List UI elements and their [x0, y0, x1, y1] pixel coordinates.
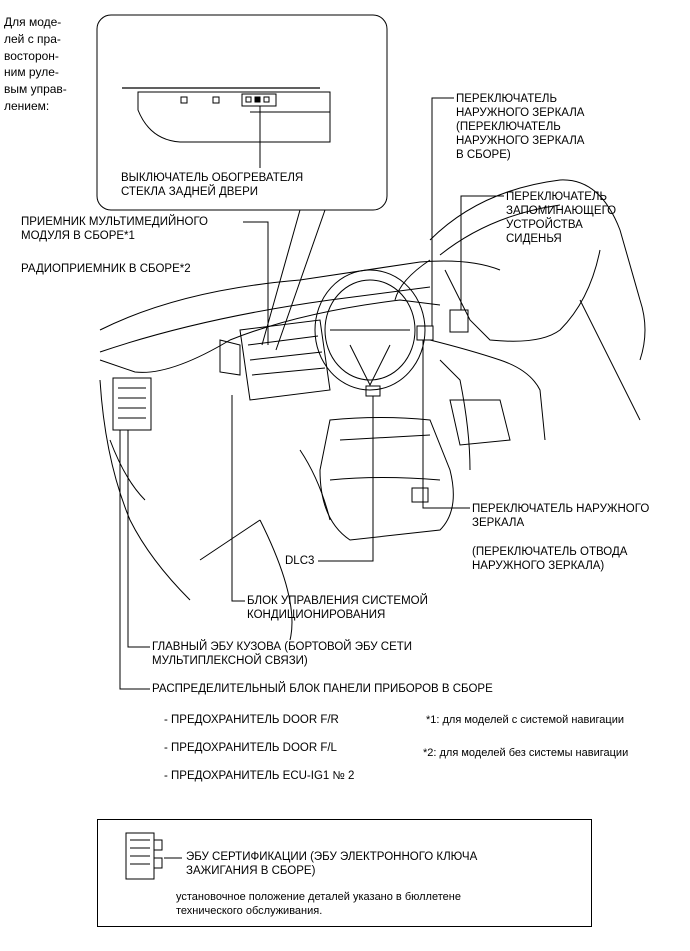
inset-switch-1 — [180, 96, 188, 104]
fuse-door-fr-label: - ПРЕДОХРАНИТЕЛЬ DOOR F/R — [164, 714, 339, 726]
dlc3-outline — [365, 385, 381, 397]
seat-memory-switch-outline — [449, 309, 469, 333]
footnote-2: *2: для моделей без системы навигации — [423, 747, 629, 759]
multimedia-unit-outline — [219, 339, 241, 376]
junction-block-label: РАСПРЕДЕЛИТЕЛЬНЫЙ БЛОК ПАНЕЛИ ПРИБОРОВ В… — [152, 683, 493, 695]
ac-control-unit-label: БЛОК УПРАВЛЕНИЯ СИСТЕМОЙ КОНДИЦИОНИРОВАН… — [247, 595, 428, 621]
multimedia-receiver-label: ПРИЕМНИК МУЛЬТИМЕДИЙНОГО МОДУЛЯ В СБОРЕ*… — [21, 216, 208, 242]
inset-switch-2 — [212, 96, 220, 104]
radio-receiver-label: РАДИОПРИЕМНИК В СБОРЕ*2 — [21, 263, 191, 275]
seat-memory-switch-label: ПЕРЕКЛЮЧАТЕЛЬ ЗАПОМИНАЮЩЕГО УСТРОЙСТВА С… — [506, 191, 617, 245]
mirror-retract-switch-label: (ПЕРЕКЛЮЧАТЕЛЬ ОТВОДА НАРУЖНОГО ЗЕРКАЛА) — [472, 546, 628, 572]
mirror-retract-switch-outline — [411, 487, 429, 503]
main-body-ecu-label: ГЛАВНЫЙ ЭБУ КУЗОВА (БОРТОВОЙ ЭБУ СЕТИ МУ… — [152, 641, 413, 667]
footnote-1: *1: для моделей с системой навигации — [426, 714, 624, 726]
rear-defogger-switch-label: ВЫКЛЮЧАТЕЛЬ ОБОГРЕВАТЕЛЯ СТЕКЛА ЗАДНЕЙ Д… — [121, 172, 304, 198]
legend-box — [97, 819, 592, 927]
dlc3-label: DLC3 — [285, 555, 315, 567]
inset-defogger-switch — [241, 93, 277, 107]
rhd-note: Для моде- лей с пра- восторон- ним руле-… — [4, 15, 67, 113]
certification-ecu-icon — [125, 832, 182, 880]
fuse-door-fl-label: - ПРЕДОХРАНИТЕЛЬ DOOR F/L — [164, 742, 337, 754]
outer-mirror-switch-label: ПЕРЕКЛЮЧАТЕЛЬ НАРУЖНОГО ЗЕРКАЛА (ПЕРЕКЛЮ… — [456, 93, 585, 161]
outer-mirror-switch-bottom-label: ПЕРЕКЛЮЧАТЕЛЬ НАРУЖНОГО ЗЕРКАЛА — [472, 503, 650, 529]
inset-callout-frame — [96, 14, 388, 211]
mirror-switch-outline — [416, 325, 434, 341]
certification-ecu-label: ЭБУ СЕРТИФИКАЦИИ (ЭБУ ЭЛЕКТРОННОГО КЛЮЧА… — [186, 851, 478, 877]
center-stack-outline — [239, 319, 331, 401]
junction-block-outline — [112, 377, 152, 431]
fuse-ecu-ig1-label: - ПРЕДОХРАНИТЕЛЬ ECU-IG1 № 2 — [164, 770, 355, 782]
legend-note: установочное положение деталей указано в… — [176, 891, 461, 917]
